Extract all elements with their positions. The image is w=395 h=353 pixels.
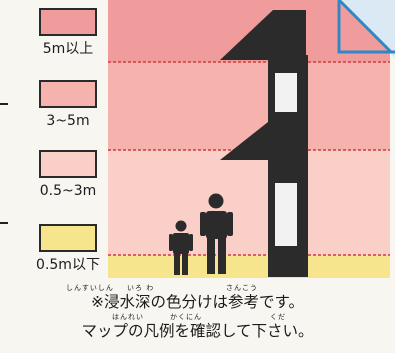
lower-window (275, 183, 297, 246)
ruby-sankou: さんこう (226, 284, 258, 292)
ruby-hanrei: はんれい (112, 313, 144, 321)
legend-label-5m-plus: 5m以上 (42, 41, 94, 57)
legend-swatch-under-0-5m (39, 224, 97, 252)
band-3-5m (108, 62, 390, 150)
ruby-kuda: くだ (270, 313, 286, 321)
note-text-2: マップの凡例を確認して下さい。 (81, 322, 314, 340)
band-under-0-5m (108, 255, 390, 278)
band-0-5-3m (108, 150, 390, 255)
legend-swatch-0-5-3m (39, 150, 97, 178)
legend-label-0-5-3m: 0.5~3m (39, 183, 97, 199)
note-line-2: はんれい かくにん くだ マップの凡例を確認して下さい。 (0, 312, 395, 340)
legend-label-3-5m: 3~5m (46, 113, 90, 129)
corner-accent-icon (337, 0, 395, 58)
divider-mark (0, 103, 8, 105)
legend-label-under-0-5m: 0.5m以下 (36, 257, 100, 273)
legend-swatch-3-5m (39, 80, 97, 108)
flood-depth-illustration (108, 0, 390, 278)
upper-window (275, 73, 297, 112)
note-line-1: しんすいしん いろ わ さんこう ※浸水深の色分けは参考です。 (0, 283, 395, 311)
ruby-kakunin: かくにん (170, 313, 202, 321)
divider-mark (0, 222, 8, 224)
ruby-irowa: いろ わ (127, 284, 155, 292)
note-text-1: ※浸水深の色分けは参考です。 (91, 293, 304, 311)
ruby-shinsuishin: しんすいしん (66, 284, 114, 292)
child-figure-icon (169, 220, 193, 275)
legend-swatch-5m-plus (39, 8, 97, 36)
adult-figure-icon (200, 193, 233, 274)
